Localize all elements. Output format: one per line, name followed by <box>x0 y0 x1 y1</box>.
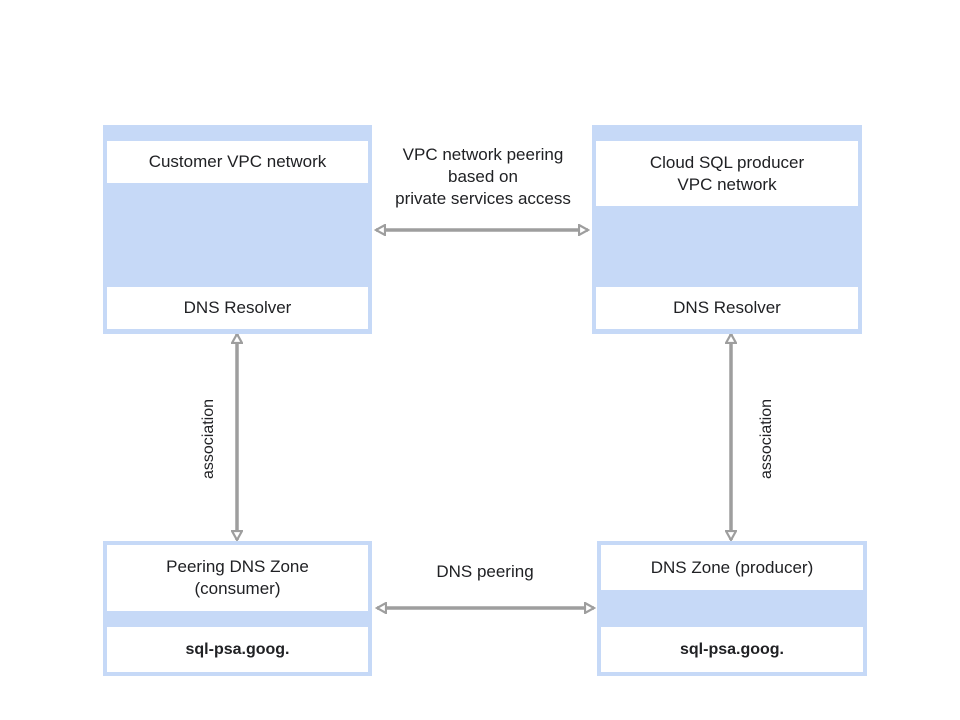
producer-vpc-title: Cloud SQL producer VPC network <box>596 141 858 206</box>
dns-peering-label: DNS peering <box>436 562 534 581</box>
producer-vpc-node: Cloud SQL producer VPC network DNS Resol… <box>592 125 862 334</box>
peering-dns-zone-title: Peering DNS Zone (consumer) <box>107 545 368 611</box>
customer-vpc-node: Customer VPC network DNS Resolver <box>103 125 372 334</box>
association-right-label: association <box>758 398 775 480</box>
customer-vpc-title: Customer VPC network <box>107 141 368 183</box>
producer-dns-zone-title: DNS Zone (producer) <box>601 545 863 590</box>
producer-dns-zone-node: DNS Zone (producer) sql-psa.goog. <box>597 541 867 676</box>
vpc-peering-label: VPC network peering based on private ser… <box>395 145 571 208</box>
customer-dns-resolver: DNS Resolver <box>107 287 368 329</box>
producer-dns-resolver: DNS Resolver <box>596 287 858 329</box>
peering-dns-zone-node: Peering DNS Zone (consumer) sql-psa.goog… <box>103 541 372 676</box>
producer-dns-zone-domain: sql-psa.goog. <box>601 627 863 672</box>
association-left-label: association <box>200 398 217 480</box>
peering-dns-zone-domain: sql-psa.goog. <box>107 627 368 672</box>
